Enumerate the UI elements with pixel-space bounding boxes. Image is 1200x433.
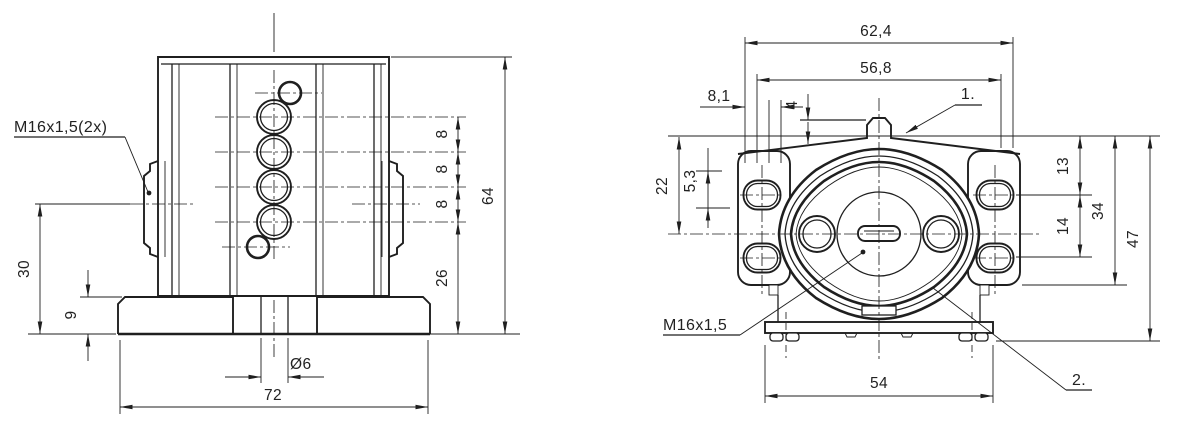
front-view: 30 9 8 8 8 26 64 Ø6 <box>14 13 520 414</box>
front-body-outline <box>157 56 390 297</box>
dim-5-3-label: 5,3 <box>682 170 699 193</box>
dim-62-4-label: 62,4 <box>860 23 892 40</box>
dim-26-label: 26 <box>434 269 451 287</box>
ref-1-label: 1. <box>961 86 975 103</box>
ref-2-label: 2. <box>1072 372 1086 389</box>
dim-8-label-1: 8 <box>434 129 451 138</box>
dim-8-label-2: 8 <box>434 164 451 173</box>
leader-dot-front <box>146 190 152 196</box>
dim-14-label: 14 <box>1055 217 1072 235</box>
side-top-face <box>668 117 1160 155</box>
dim-4-label: 4 <box>784 100 801 109</box>
dim-13-label: 13 <box>1055 157 1072 175</box>
dim-8-1-label: 8,1 <box>708 88 731 105</box>
side-view: 62,4 56,8 8,1 4 1. 22 5, <box>654 23 1160 403</box>
side-dimensions: 62,4 56,8 8,1 4 1. 22 5, <box>654 23 1160 403</box>
dim-22-label: 22 <box>654 177 671 195</box>
dim-9-label: 9 <box>63 310 80 319</box>
leader-dot-side <box>860 249 866 255</box>
thread-note-front: M16x1,5(2x) <box>14 119 107 136</box>
dim-8-label-3: 8 <box>434 199 451 208</box>
dim-64-label: 64 <box>480 187 497 205</box>
front-centerlines <box>35 13 466 357</box>
dim-72-label: 72 <box>264 387 282 404</box>
dim-56-8-label: 56,8 <box>860 60 892 77</box>
dim-47-label: 47 <box>1125 230 1142 248</box>
front-dimensions: 30 9 8 8 8 26 64 Ø6 <box>14 56 520 414</box>
dim-dia6-label: Ø6 <box>290 356 311 373</box>
dim-54-label: 54 <box>870 375 888 392</box>
front-side-connectors <box>143 160 404 258</box>
thread-note-side: M16x1,5 <box>663 317 727 334</box>
dim-34-label: 34 <box>1090 202 1107 220</box>
dim-30-label: 30 <box>16 260 33 278</box>
side-centerlines <box>668 98 1040 362</box>
